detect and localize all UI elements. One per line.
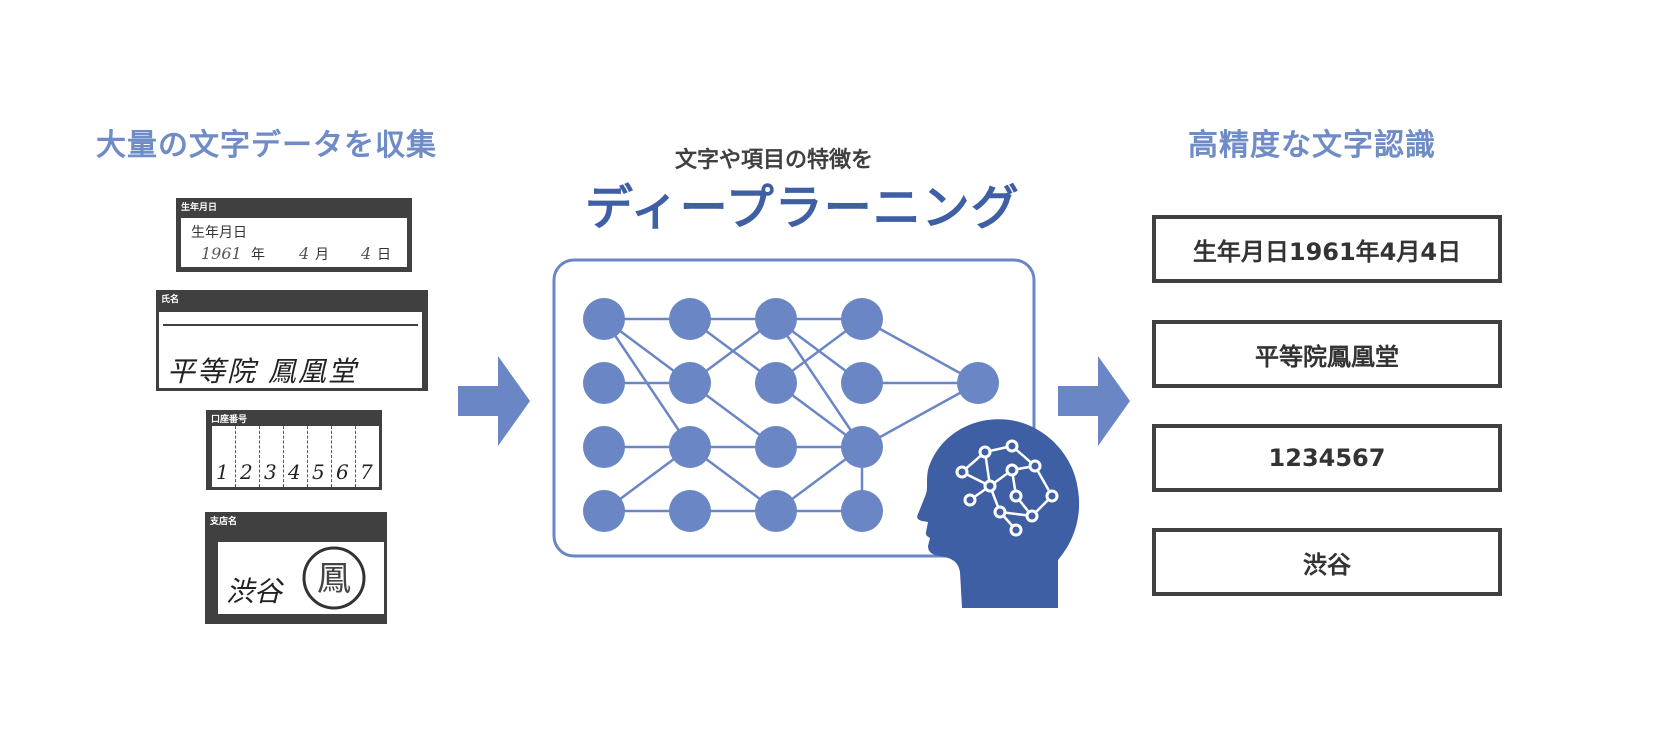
network-node (669, 426, 711, 468)
network-nodes (583, 298, 999, 532)
form-label: 氏名 (161, 295, 180, 305)
network-node (841, 362, 883, 404)
network-node (755, 426, 797, 468)
account-form-image: 口座番号 1 2 3 4 5 6 7 (206, 410, 382, 490)
branch-handwriting: 渋谷 (226, 575, 283, 608)
form-label: 支店名 (210, 517, 238, 527)
birthdate-form-image: 生年月日 生年月日 1961 年 4 月 4 日 (176, 198, 412, 272)
network-node (755, 490, 797, 532)
network-node (583, 426, 625, 468)
form-field: 生年月日 1961 年 4 月 4 日 (179, 216, 409, 269)
digit-cell: 5 (308, 426, 332, 487)
digit-handwriting: 1 (216, 460, 229, 484)
month-handwriting: 4 (299, 244, 310, 263)
name-form-image: 氏名 平等院 鳳凰堂 (156, 290, 428, 391)
digit-handwriting: 4 (288, 460, 301, 484)
network-frame (552, 258, 1036, 558)
year-handwriting: 1961 (201, 244, 242, 263)
network-edge (861, 381, 979, 449)
day-handwriting: 4 (361, 244, 372, 263)
result-box-name: 平等院鳳凰堂 (1152, 320, 1502, 388)
network-node (957, 362, 999, 404)
branch-form-image: 支店名 鳳 渋谷 (205, 512, 387, 624)
network-node (841, 298, 883, 340)
deep-learning-title: ディープラーニング (585, 180, 1020, 236)
digit-cell: 7 (356, 426, 379, 487)
result-box-birthdate: 生年月日1961年4月4日 (1152, 215, 1502, 283)
result-box-account: 1234567 (1152, 424, 1502, 492)
seal-text: 鳳 (317, 559, 351, 599)
deep-learning-subtitle: 文字や項目の特徴を (675, 148, 874, 173)
network-node (669, 362, 711, 404)
network-node (755, 362, 797, 404)
digit-handwriting: 2 (240, 460, 253, 484)
network-node (755, 298, 797, 340)
digit-cell: 3 (260, 426, 284, 487)
ai-head-icon (917, 419, 1080, 608)
network-edge (861, 317, 979, 385)
seal-icon: 鳳 (302, 546, 366, 610)
network-node (841, 426, 883, 468)
network-node (583, 490, 625, 532)
form-label: 口座番号 (211, 415, 248, 425)
field-label: 生年月日 (191, 225, 247, 241)
month-unit: 月 (315, 247, 329, 263)
network-node (841, 490, 883, 532)
name-handwriting: 平等院 鳳凰堂 (167, 355, 358, 388)
digit-cell: 2 (236, 426, 260, 487)
digit-cell: 1 (212, 426, 236, 487)
digit-handwriting: 7 (360, 460, 373, 484)
collect-data-heading: 大量の文字データを収集 (96, 128, 437, 163)
form-label: 生年月日 (181, 203, 218, 213)
network-node (669, 490, 711, 532)
result-box-branch: 渋谷 (1152, 528, 1502, 596)
digit-cell: 6 (332, 426, 356, 487)
digit-handwriting: 5 (312, 460, 325, 484)
year-unit: 年 (251, 247, 265, 263)
digit-cell: 4 (284, 426, 308, 487)
digit-handwriting: 6 (336, 460, 349, 484)
brain-nodes (955, 439, 1059, 537)
form-field: 1 2 3 4 5 6 7 (212, 426, 379, 487)
divider (163, 324, 418, 326)
recognition-heading: 高精度な文字認識 (1188, 128, 1436, 163)
day-unit: 日 (377, 247, 391, 263)
network-node (583, 362, 625, 404)
network-edge (774, 318, 864, 448)
network-node (669, 298, 711, 340)
network-node (583, 298, 625, 340)
form-field: 平等院 鳳凰堂 (159, 312, 422, 388)
form-field: 鳳 渋谷 (218, 542, 384, 614)
digit-handwriting: 3 (264, 460, 277, 484)
